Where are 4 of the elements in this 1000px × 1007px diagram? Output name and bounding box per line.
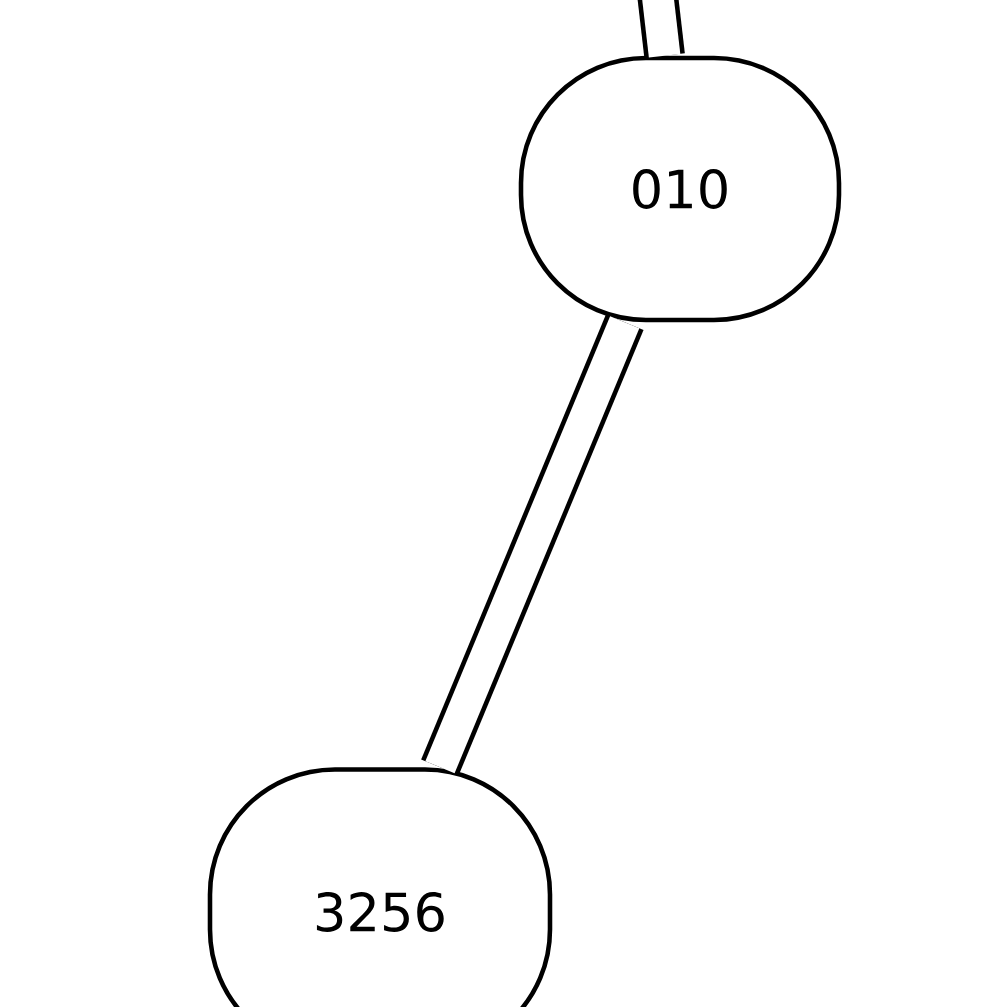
connector [636,0,685,59]
round-node: 3256 [207,767,553,1007]
round-node: 010 [518,55,842,323]
connector [421,314,644,775]
